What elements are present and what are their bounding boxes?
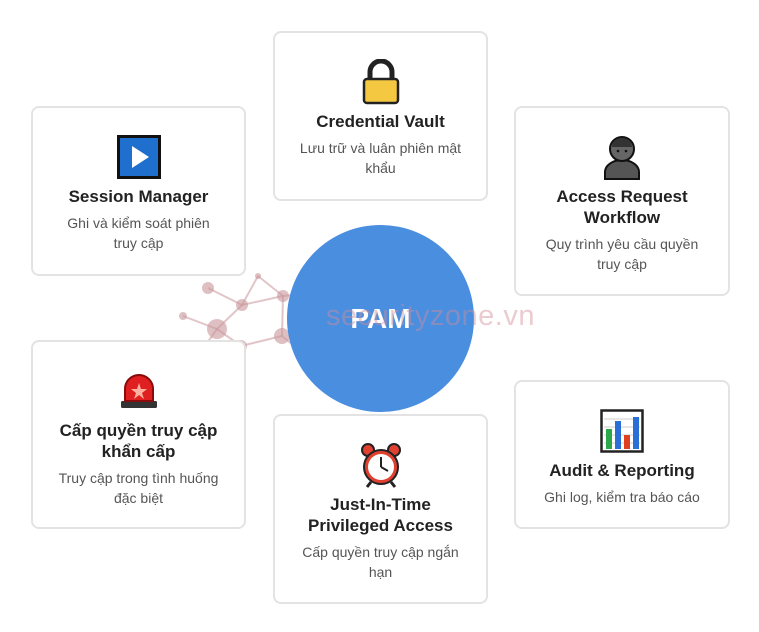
card-title: Credential Vault bbox=[316, 112, 445, 131]
play-button-icon bbox=[116, 134, 162, 180]
person-icon bbox=[599, 134, 645, 180]
lock-icon bbox=[358, 59, 404, 105]
pam-center-node: PAM bbox=[287, 225, 474, 412]
card-description: Ghi và kiểm soát phiên truy cập bbox=[67, 215, 210, 251]
watermark-text: securityzone.vn bbox=[326, 300, 535, 332]
card-just-in-time-access: Just-In-Time Privileged Access Cấp quyền… bbox=[273, 414, 488, 604]
card-description: Ghi log, kiểm tra báo cáo bbox=[544, 489, 700, 505]
center-label: PAM bbox=[350, 302, 411, 334]
bar-chart-icon bbox=[599, 408, 645, 454]
card-audit-reporting: Audit & Reporting Ghi log, kiểm tra báo … bbox=[514, 380, 730, 529]
card-description: Lưu trữ và luân phiên mật khẩu bbox=[299, 140, 462, 176]
card-credential-vault: Credential Vault Lưu trữ và luân phiên m… bbox=[273, 31, 488, 201]
card-emergency-access: Cấp quyền truy cập khẩn cấp Truy cập tro… bbox=[31, 340, 246, 529]
card-title: Session Manager bbox=[68, 187, 209, 206]
card-description: Cấp quyền truy cập ngắn hạn bbox=[302, 544, 459, 580]
card-description: Truy cập trong tình huống đặc biệt bbox=[58, 470, 219, 506]
watermark-network-logo bbox=[179, 273, 330, 357]
siren-icon bbox=[116, 368, 162, 414]
card-description: Quy trình yêu cầu quyền truy cập bbox=[545, 236, 699, 272]
alarm-clock-icon bbox=[358, 442, 404, 488]
card-title: Audit & Reporting bbox=[549, 461, 695, 480]
card-title: Just-In-Time Privileged Access bbox=[308, 495, 453, 535]
card-access-request-workflow: Access Request Workflow Quy trình yêu cầ… bbox=[514, 106, 730, 296]
card-title: Cấp quyền truy cập khẩn cấp bbox=[59, 421, 218, 461]
card-title: Access Request Workflow bbox=[556, 187, 688, 227]
card-session-manager: Session Manager Ghi và kiểm soát phiên t… bbox=[31, 106, 246, 276]
